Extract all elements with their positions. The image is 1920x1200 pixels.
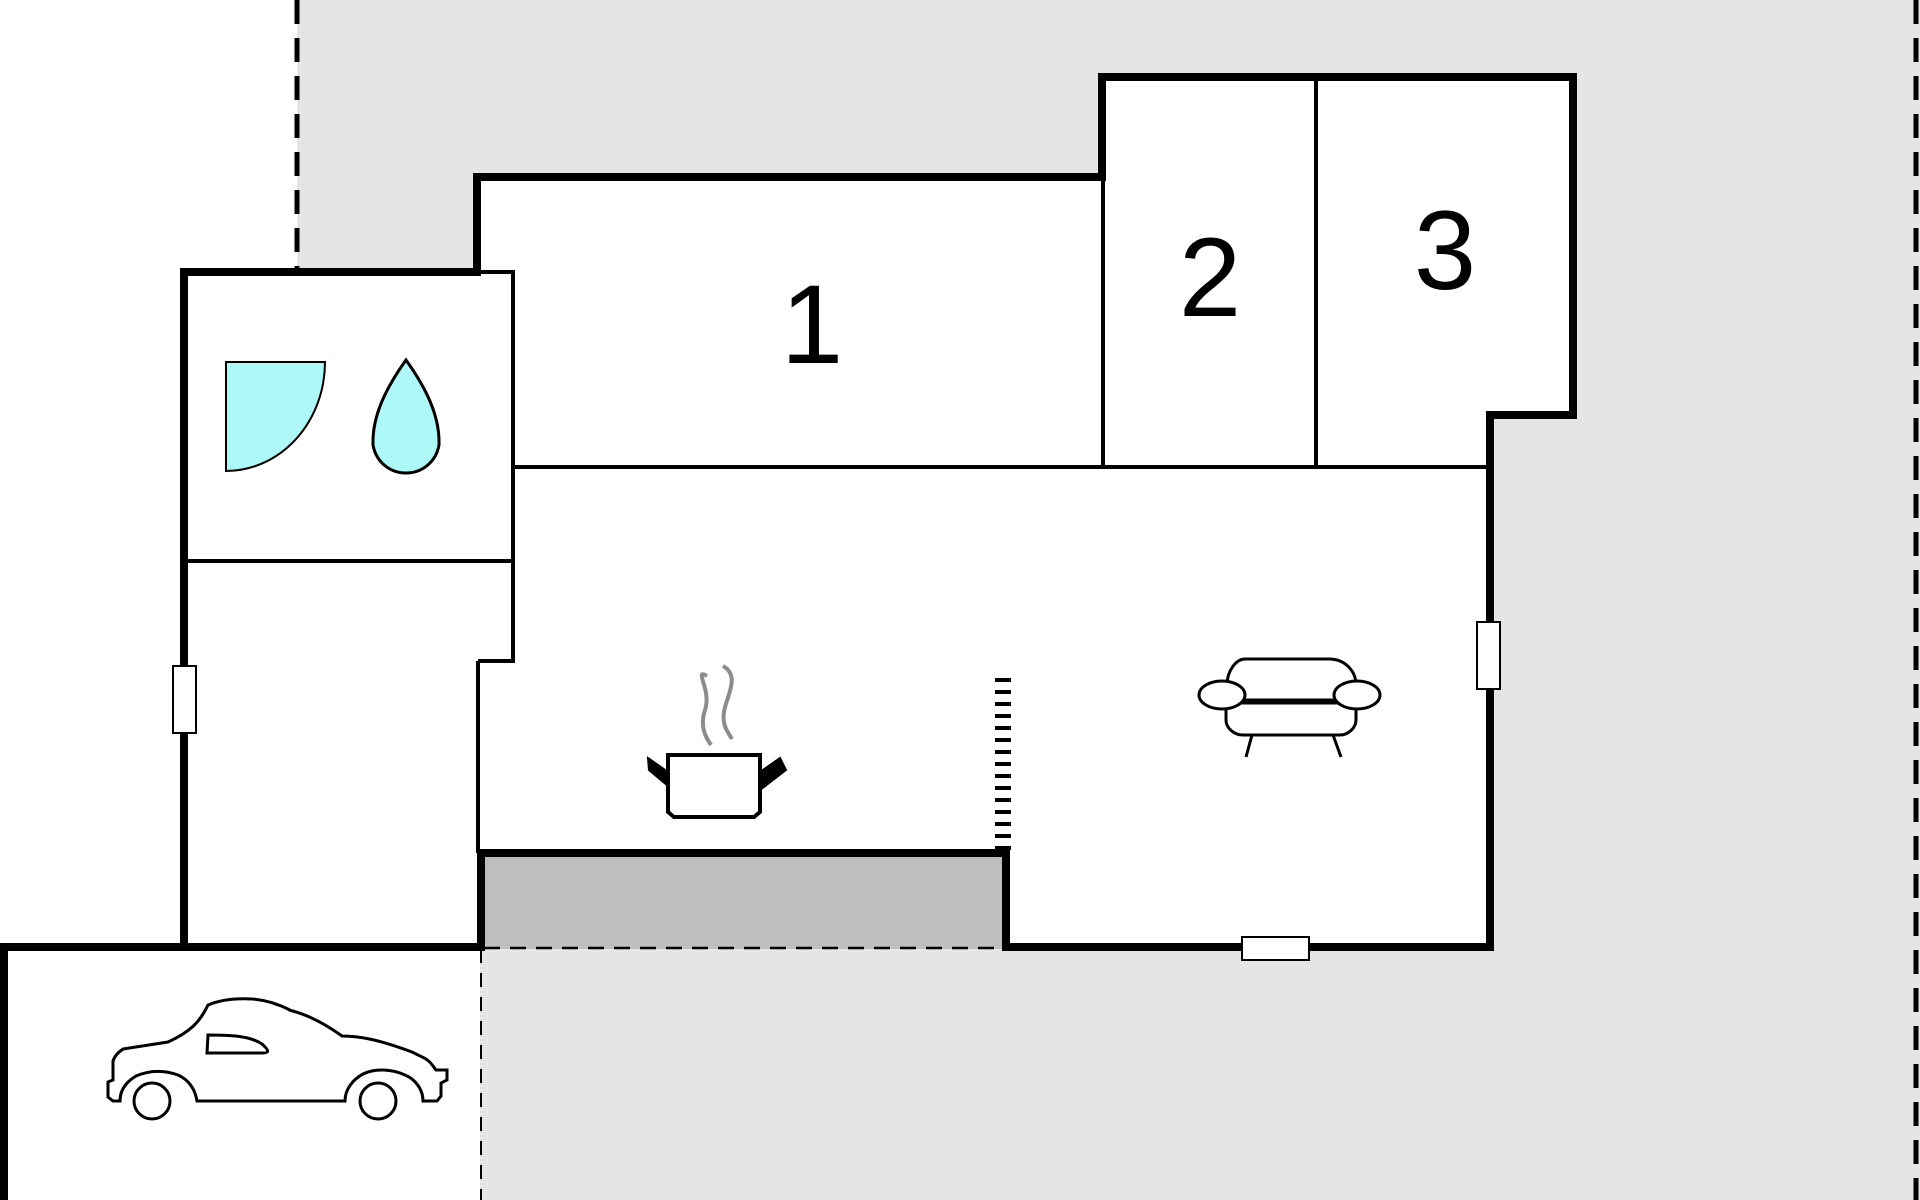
plot-boundary xyxy=(294,0,1919,1200)
window-left xyxy=(172,665,197,734)
car-icon xyxy=(106,997,449,1121)
room-1-label: 1 xyxy=(781,262,843,387)
water-drop-icon xyxy=(371,357,441,475)
cooking-pot-icon xyxy=(646,664,788,819)
room-3-label: 3 xyxy=(1414,188,1476,313)
shower-icon xyxy=(225,361,327,473)
interior-walls xyxy=(185,80,1488,853)
window-right xyxy=(1476,621,1501,690)
room-2-label: 2 xyxy=(1179,215,1241,340)
outdoor-lower xyxy=(480,949,1920,1200)
terrace xyxy=(482,853,1003,949)
sofa-icon xyxy=(1197,657,1382,758)
window-bottom xyxy=(1241,936,1310,961)
exterior-walls xyxy=(0,73,1577,1200)
